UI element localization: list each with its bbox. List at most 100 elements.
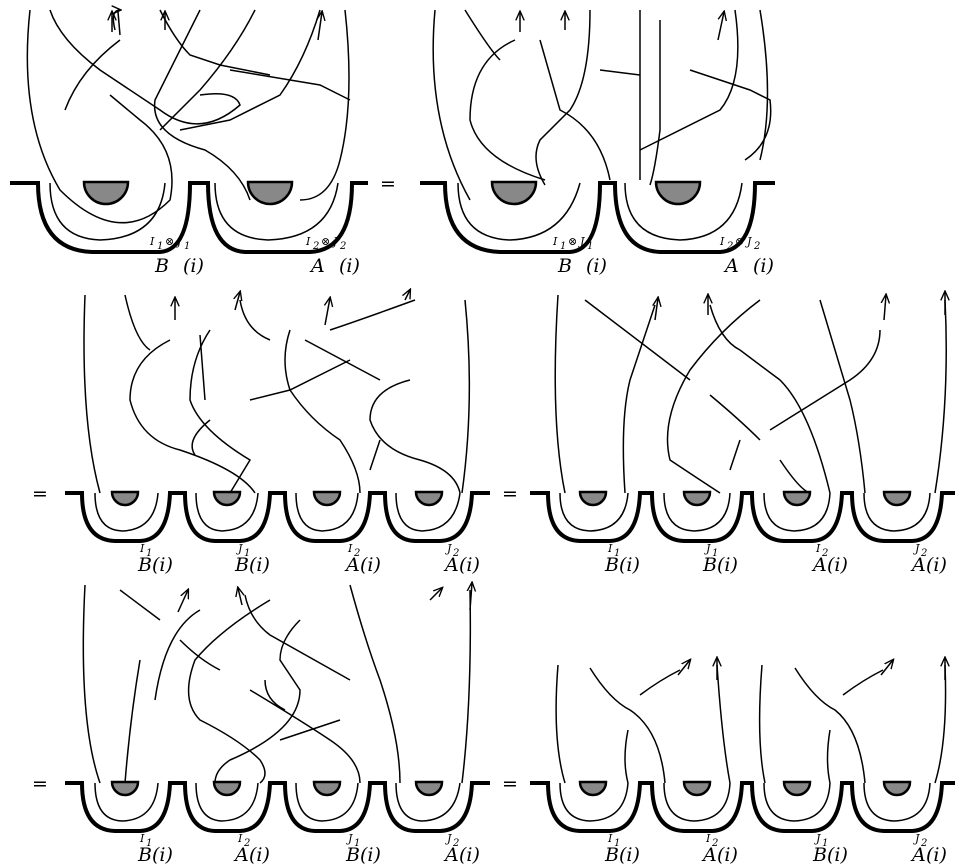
svg-text:(i): (i) [249, 844, 270, 866]
puncture-icon [784, 782, 810, 795]
svg-text:1: 1 [184, 241, 190, 252]
svg-text:B: B [812, 844, 827, 866]
row2-label-3: I2A(i) [811, 542, 848, 576]
row2-left-diagram [65, 290, 490, 541]
svg-text:B: B [345, 844, 360, 866]
svg-text:(i): (i) [339, 255, 360, 277]
row1-label-right-1: I 1 ⊗ J 1 B (i) [552, 235, 607, 277]
svg-text:(i): (i) [152, 844, 173, 866]
svg-text:A: A [910, 844, 926, 866]
svg-text:J: J [578, 235, 585, 248]
puncture-icon [112, 492, 138, 505]
svg-text:2: 2 [753, 241, 760, 252]
puncture-icon [314, 492, 340, 505]
row1-left-diagram [10, 10, 368, 252]
equals-sign: = [502, 773, 518, 795]
equals-sign: = [502, 483, 518, 505]
puncture-icon [214, 492, 240, 505]
svg-text:(i): (i) [459, 554, 480, 576]
row1-label-left-2: I 2 ⊗ J 2 A (i) [305, 235, 360, 277]
svg-text:(i): (i) [459, 844, 480, 866]
svg-text:(i): (i) [926, 554, 947, 576]
svg-text:B: B [604, 844, 619, 866]
row2-right-diagram [530, 292, 955, 541]
row2-label-2: J1B(i) [702, 542, 738, 576]
svg-text:(i): (i) [183, 255, 204, 277]
row3-right-diagram [530, 658, 955, 831]
svg-text:A: A [309, 255, 325, 277]
svg-text:(i): (i) [753, 255, 774, 277]
svg-text:1: 1 [560, 241, 566, 252]
svg-text:(i): (i) [827, 554, 848, 576]
row3-labels-left: I1B(i) I2A(i) J1B(i) J2A(i) [137, 832, 480, 866]
svg-text:A: A [233, 844, 249, 866]
svg-text:I: I [719, 235, 725, 248]
svg-text:A: A [344, 554, 360, 576]
svg-text:(i): (i) [717, 554, 738, 576]
svg-text:⊗: ⊗ [568, 235, 577, 248]
svg-text:(i): (i) [717, 844, 738, 866]
svg-text:⊗: ⊗ [321, 235, 330, 248]
svg-text:2: 2 [339, 241, 346, 252]
svg-text:B: B [557, 255, 572, 277]
svg-text:B: B [137, 844, 152, 866]
puncture-icon [416, 782, 442, 795]
row1-label-left-1: I 1 ⊗ J 1 B (i) [149, 235, 204, 277]
svg-text:I: I [305, 235, 311, 248]
svg-text:B: B [154, 255, 169, 277]
puncture-icon [884, 492, 910, 505]
puncture-icon [492, 182, 536, 204]
svg-text:⊗: ⊗ [735, 235, 744, 248]
svg-text:2: 2 [726, 241, 733, 252]
row1-label-right-2: I 2 ⊗ J 2 A (i) [719, 235, 774, 277]
svg-text:B: B [234, 554, 249, 576]
puncture-icon [84, 182, 128, 204]
svg-text:I: I [149, 235, 155, 248]
svg-text:J: J [745, 235, 752, 248]
equals-sign: = [32, 483, 48, 505]
svg-text:(i): (i) [360, 844, 381, 866]
puncture-icon [656, 182, 700, 204]
svg-text:(i): (i) [360, 554, 381, 576]
puncture-icon [684, 492, 710, 505]
svg-text:A: A [701, 844, 717, 866]
puncture-icon [314, 782, 340, 795]
svg-text:A: A [723, 255, 739, 277]
svg-text:I: I [552, 235, 558, 248]
svg-text:B: B [137, 554, 152, 576]
svg-text:A: A [443, 844, 459, 866]
puncture-icon [112, 782, 138, 795]
svg-text:(i): (i) [827, 844, 848, 866]
row3-left-diagram [65, 583, 490, 831]
svg-text:2: 2 [312, 241, 319, 252]
svg-text:(i): (i) [249, 554, 270, 576]
puncture-icon [580, 492, 606, 505]
row1-right-diagram [420, 10, 775, 252]
svg-text:⊗: ⊗ [165, 235, 174, 248]
svg-text:J: J [331, 235, 338, 248]
svg-text:B: B [702, 554, 717, 576]
svg-text:(i): (i) [152, 554, 173, 576]
svg-text:A: A [910, 554, 926, 576]
puncture-icon [580, 782, 606, 795]
svg-text:1: 1 [157, 241, 163, 252]
svg-text:1: 1 [587, 241, 593, 252]
puncture-icon [416, 492, 442, 505]
equals-sign: = [380, 173, 396, 195]
